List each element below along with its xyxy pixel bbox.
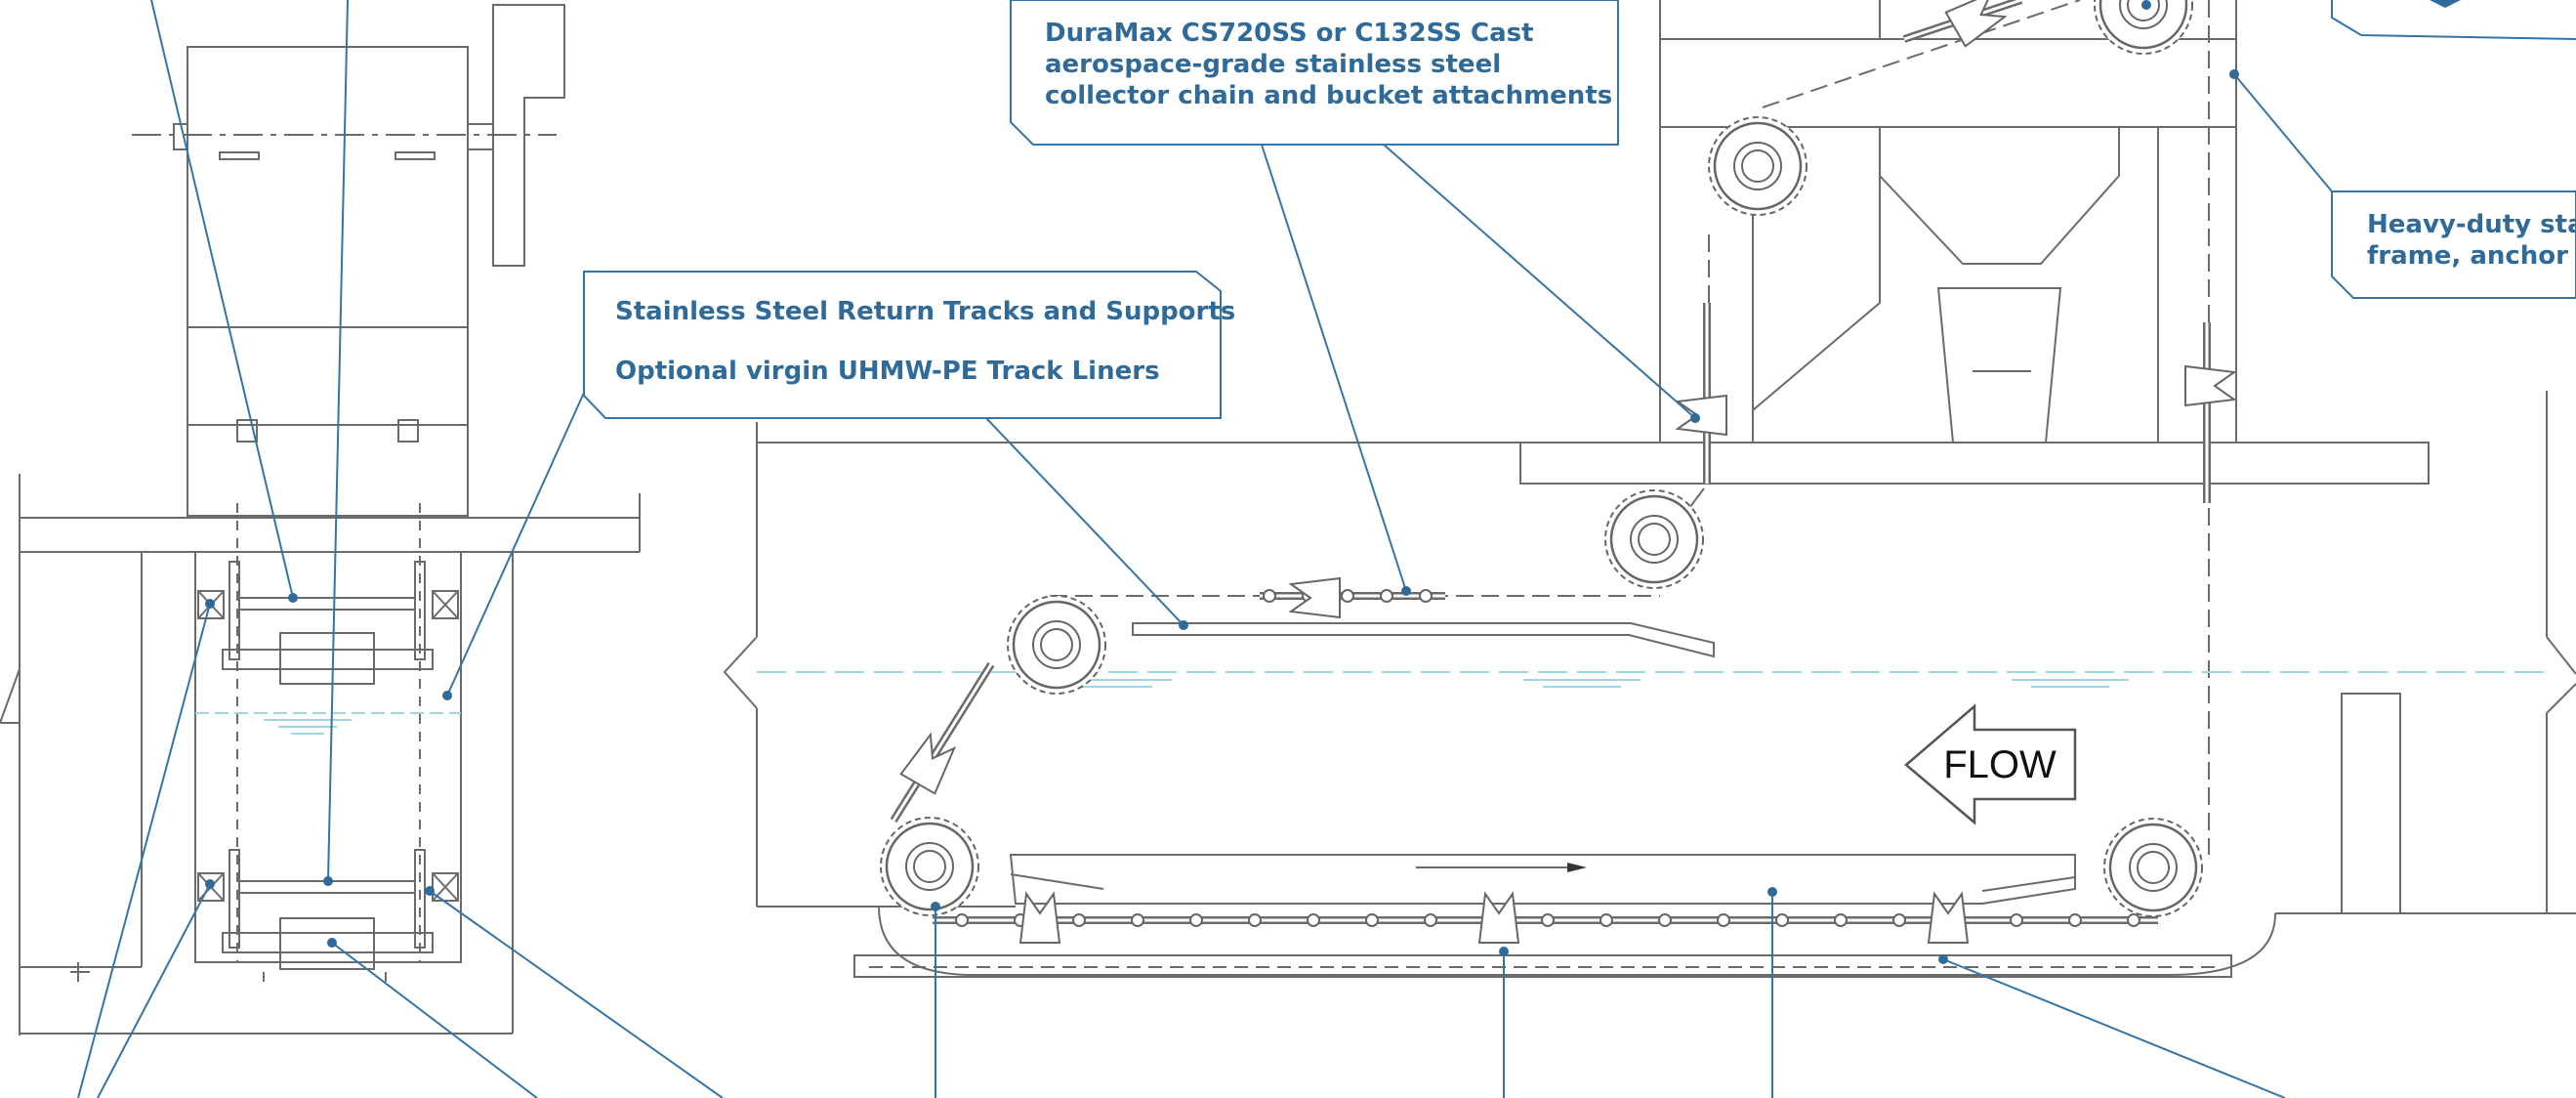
side-elevation-view [723, 0, 2576, 978]
water-surface-section [195, 712, 461, 735]
callout-frame-line-1: Heavy-duty stai [2367, 210, 2576, 239]
callout-top-right-fragment [2331, 0, 2576, 40]
callout-tracks: Stainless Steel Return Tracks and Suppor… [583, 271, 1244, 419]
callout-chain-line-2: aerospace-grade stainless steel [1045, 50, 1501, 79]
callout-frame: Heavy-duty stai frame, anchor b [2331, 190, 2576, 299]
callout-chain-line-1: DuraMax CS720SS or C132SS Cast [1045, 19, 1534, 48]
flow-arrow: FLOW [1904, 703, 2077, 825]
callout-tracks-line-2: Optional virgin UHMW-PE Track Liners [615, 357, 1160, 386]
svg-text:Stainless Steel Return Tracks: Stainless Steel Return Tracks and Suppor… [615, 297, 1244, 386]
cross-section-view [0, 4, 641, 1035]
callout-chain: DuraMax CS720SS or C132SS Cast aerospace… [1010, 0, 1619, 146]
leader-endpoints [205, 0, 2239, 964]
callout-frame-line-2: frame, anchor b [2367, 241, 2576, 271]
callout-chain-line-3: collector chain and bucket attachments [1045, 81, 1612, 110]
svg-text:Heavy-duty stai frame, a: Heavy-duty stai frame, anchor b [2367, 210, 2576, 271]
callout-tracks-line-1: Stainless Steel Return Tracks and Suppor… [615, 297, 1235, 326]
svg-text:DuraMax CS720SS or C132SS Cast: DuraMax CS720SS or C132SS Cast aerospace… [1045, 19, 1612, 110]
flow-label: FLOW [1943, 743, 2057, 786]
leader-lines [77, 0, 2333, 1098]
